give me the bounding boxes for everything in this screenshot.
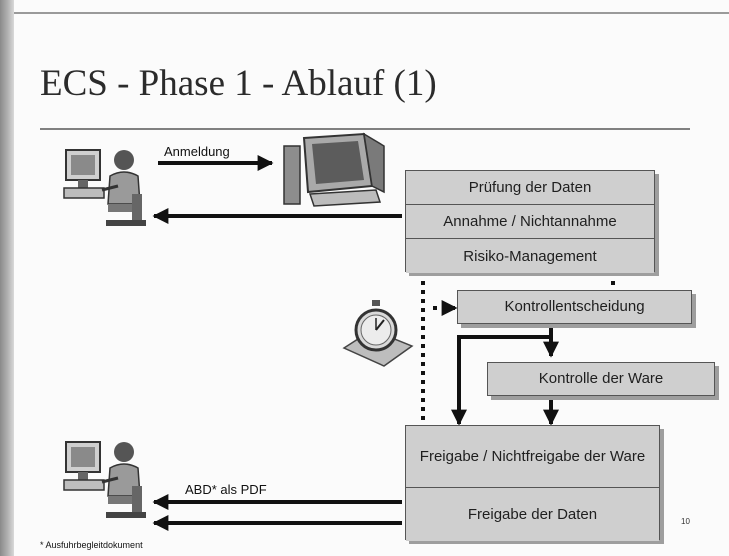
label-abd-pdf: ABD* als PDF — [185, 482, 267, 497]
box-kontrolle-ware: Kontrolle der Ware — [487, 362, 715, 396]
stack-item-risiko: Risiko-Management — [406, 239, 654, 273]
stack-item-freigabe-daten: Freigabe der Daten — [406, 488, 659, 541]
stopwatch-icon — [342, 300, 414, 367]
footnote: * Ausfuhrbegleitdokument — [40, 540, 143, 550]
stack-item-annahme: Annahme / Nichtannahme — [406, 205, 654, 239]
stack-item-freigabe-ware: Freigabe / Nichtfreigabe der Ware — [406, 426, 659, 488]
label-anmeldung: Anmeldung — [164, 144, 230, 159]
person-at-computer-icon — [63, 441, 146, 518]
person-at-computer-icon — [63, 149, 146, 226]
top-border-line — [14, 12, 729, 14]
slide-title: ECS - Phase 1 - Ablauf (1) — [40, 63, 437, 104]
title-rule — [40, 128, 690, 130]
processing-stack: Prüfung der Daten Annahme / Nichtannahme… — [405, 170, 655, 273]
slide-accent-bar — [0, 0, 14, 556]
stack-item-pruefung: Prüfung der Daten — [406, 171, 654, 205]
release-stack: Freigabe / Nichtfreigabe der Ware Freiga… — [405, 425, 660, 541]
arrow-decision-to-release — [451, 335, 551, 426]
computer-icon — [283, 132, 385, 207]
box-kontrollentscheidung: Kontrollentscheidung — [457, 290, 692, 324]
page-number: 10 — [681, 517, 690, 526]
